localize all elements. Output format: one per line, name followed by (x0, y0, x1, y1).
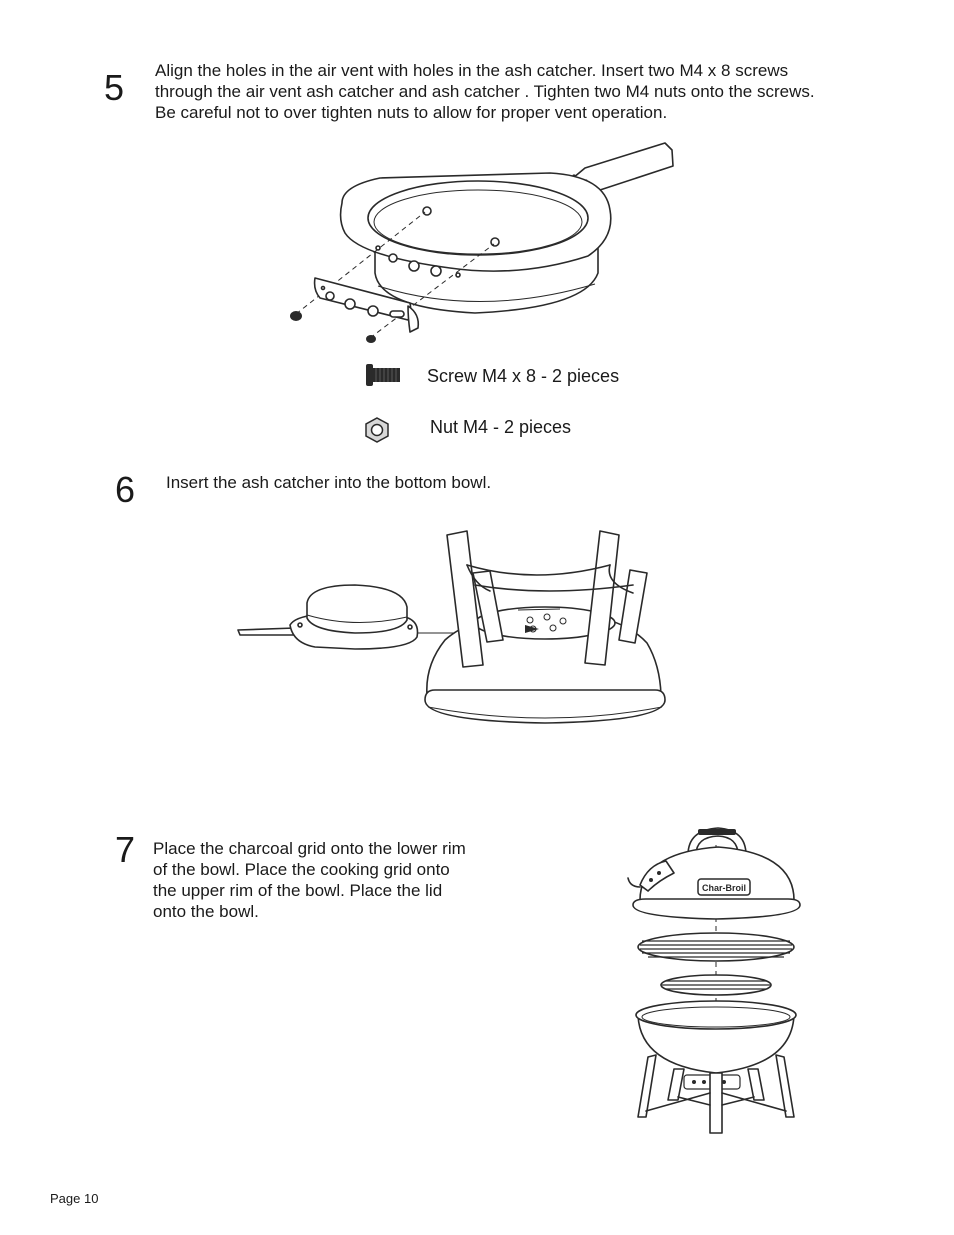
step-6-instructions: Insert the ash catcher into the bottom b… (166, 472, 491, 493)
step-5-line-2: through the air vent ash catcher and ash… (155, 82, 815, 101)
grill-exploded-illustration: Char-Broil (627, 827, 801, 1134)
nut-part-label: Nut M4 - 2 pieces (430, 417, 572, 437)
screw-part-label: Screw M4 x 8 - 2 pieces (427, 366, 620, 386)
screw-icon (366, 364, 400, 386)
nut-icon (365, 417, 389, 443)
step-7-line-4: onto the bowl. (153, 902, 259, 921)
step-7-instructions: Place the charcoal grid onto the lower r… (153, 838, 466, 922)
bottom-bowl-illustration (237, 530, 666, 724)
step-5-line-1: Align the holes in the air vent with hol… (155, 61, 789, 80)
step-6-line-1: Insert the ash catcher into the bottom b… (166, 473, 492, 492)
step-7-line-2: of the bowl. Place the cooking grid onto (153, 860, 450, 879)
step-5-line-3: Be careful not to over tighten nuts to a… (155, 103, 668, 122)
page-number: Page 10 (50, 1191, 99, 1206)
step-5-number: 5 (104, 67, 125, 108)
step-7-line-1: Place the charcoal grid onto the lower r… (153, 839, 466, 858)
ash-catcher-assembly-illustration (290, 142, 674, 343)
step-7-line-3: the upper rim of the bowl. Place the lid (153, 881, 443, 900)
step-5-instructions: Align the holes in the air vent with hol… (155, 60, 815, 123)
step-6-number: 6 (115, 469, 136, 510)
step-7-number: 7 (115, 829, 136, 870)
lid-logo: Char-Broil (702, 883, 746, 893)
